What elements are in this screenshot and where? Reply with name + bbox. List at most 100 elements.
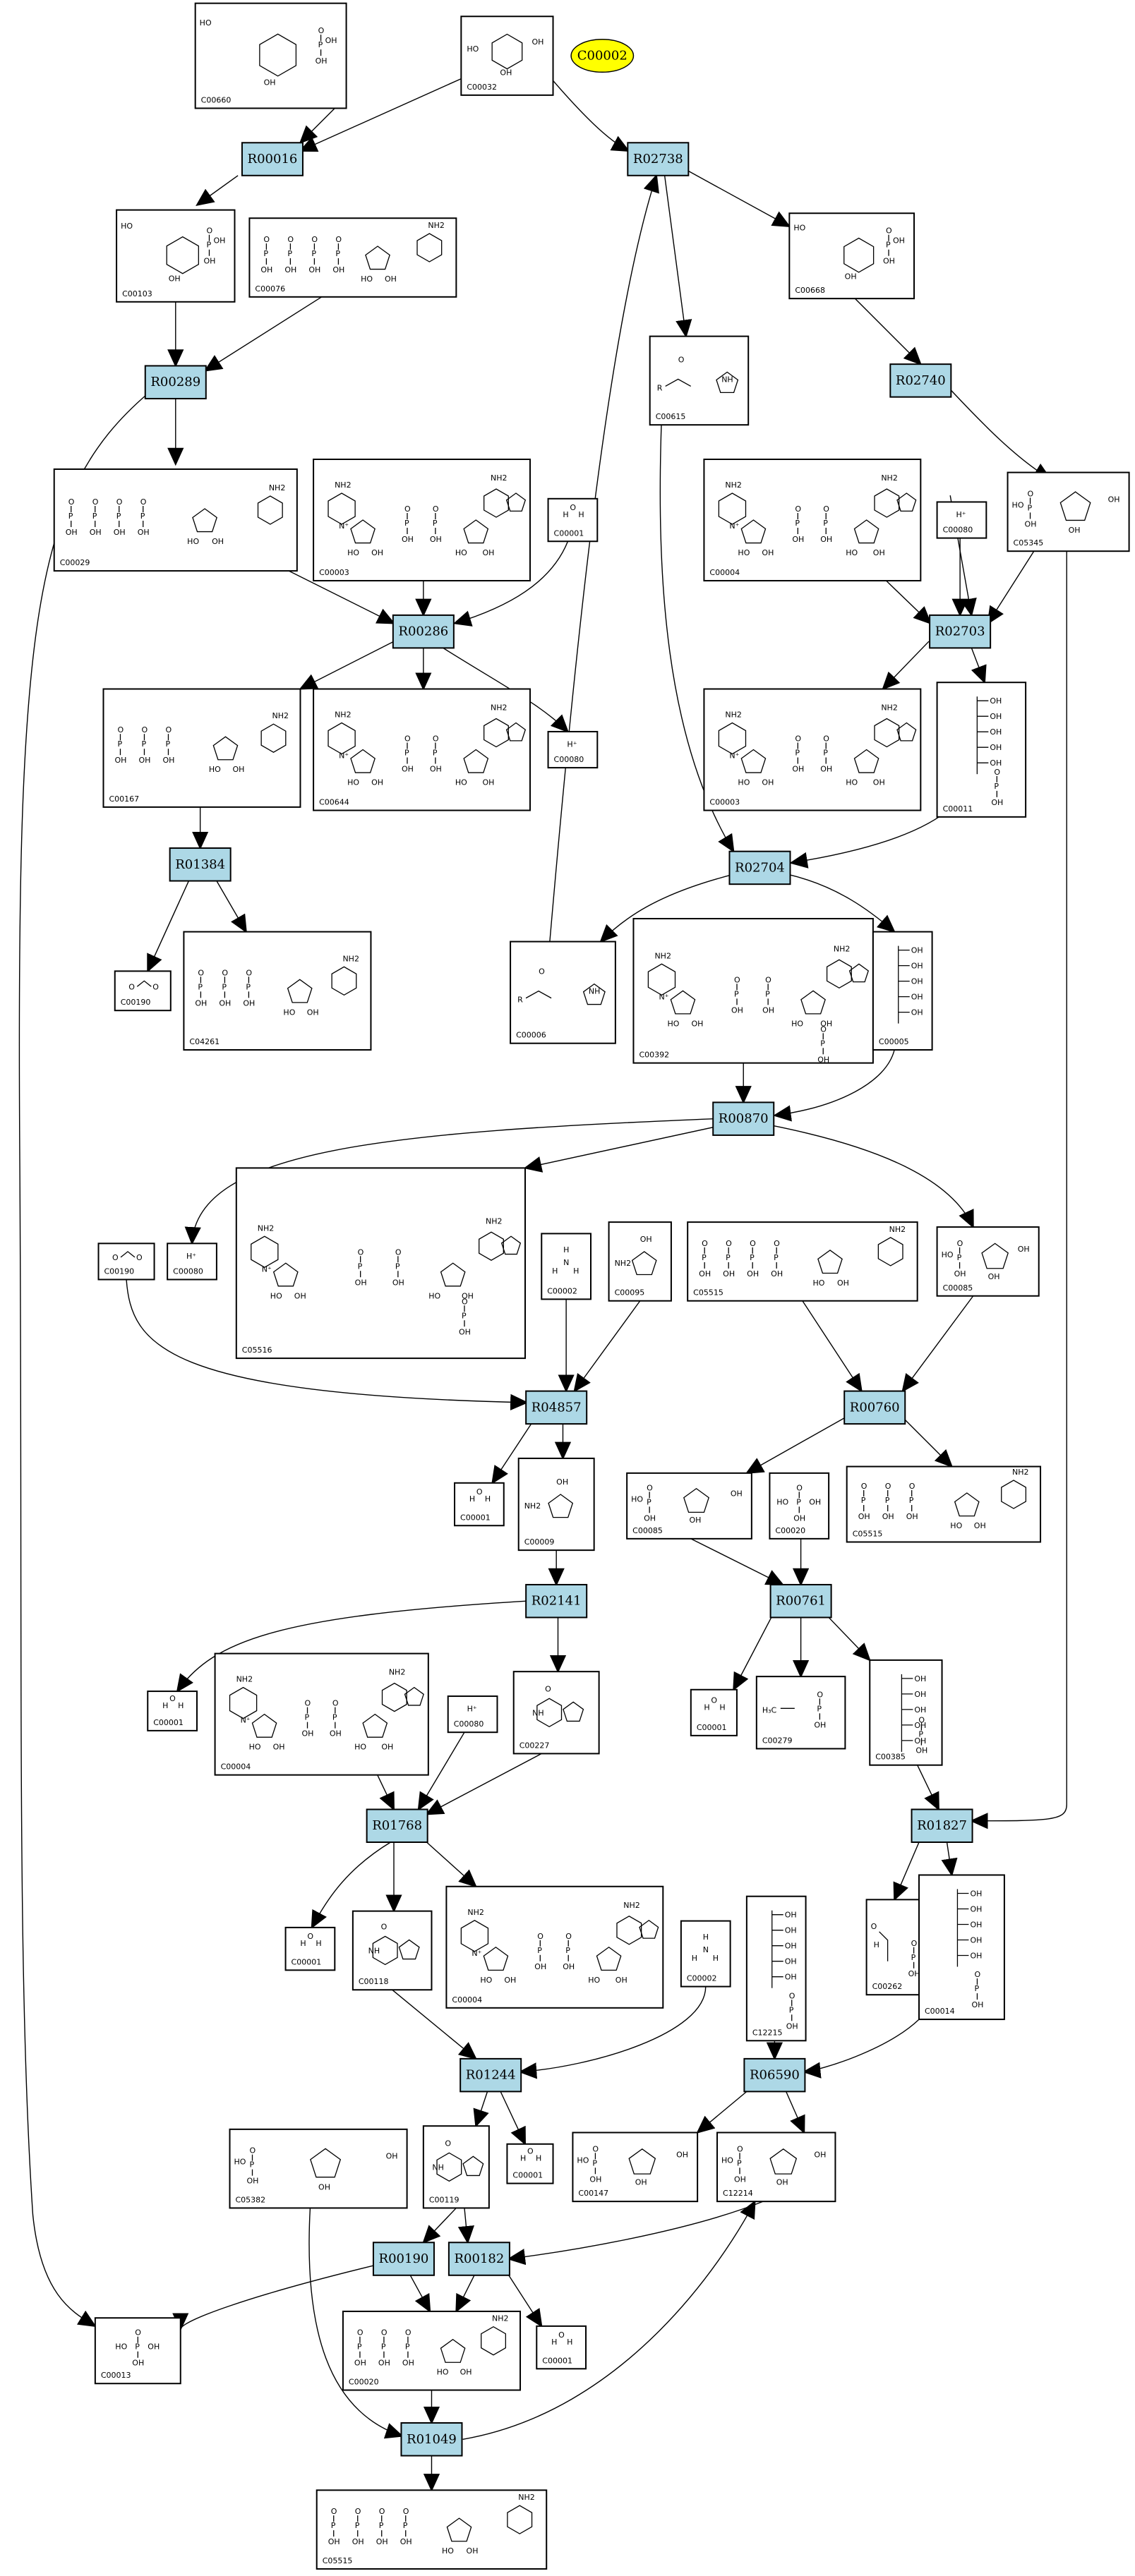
compound-C00080[interactable]: H⁺C00080 [547, 730, 599, 769]
svg-text:OH: OH [402, 765, 414, 774]
reaction-edge [427, 1842, 477, 1888]
reaction-R02141[interactable]: R02141 [525, 1583, 588, 1619]
reaction-R00286[interactable]: R00286 [392, 614, 455, 649]
reaction-R00870[interactable]: R00870 [712, 1101, 775, 1136]
compound-id-label: C00006 [516, 1031, 546, 1040]
reaction-id-label: R01049 [407, 2432, 457, 2447]
svg-text:P: P [395, 1262, 400, 1271]
reaction-edge [988, 551, 1034, 625]
reaction-R00190[interactable]: R00190 [372, 2242, 435, 2276]
compound-id-label: C00615 [656, 412, 686, 421]
reaction-R00016[interactable]: R00016 [241, 142, 304, 176]
start-compound-node[interactable]: C00002 [570, 39, 635, 73]
svg-text:H: H [300, 1939, 306, 1948]
reaction-R02704[interactable]: R02704 [728, 850, 791, 885]
reaction-R02703[interactable]: R02703 [929, 614, 992, 649]
compound-id-label: C12214 [723, 2189, 753, 2198]
svg-text:P: P [994, 782, 999, 791]
svg-text:N⁺: N⁺ [241, 1716, 251, 1725]
reaction-R01768[interactable]: R01768 [366, 1808, 428, 1843]
reaction-R00182[interactable]: R00182 [448, 2242, 510, 2276]
reaction-R04857[interactable]: R04857 [525, 1390, 588, 1425]
compound-C00080[interactable]: H⁺C00080 [936, 501, 987, 539]
svg-text:OH: OH [500, 68, 512, 78]
compound-id-label: C00190 [104, 1267, 135, 1276]
svg-text:OH: OH [771, 1269, 783, 1278]
compound-C00080[interactable]: H⁺C00080 [447, 1695, 498, 1734]
compound-id-label: C00668 [795, 286, 825, 295]
svg-text:OH: OH [114, 528, 126, 537]
reaction-R01827[interactable]: R01827 [911, 1808, 973, 1843]
reaction-R02740[interactable]: R02740 [889, 363, 952, 398]
reaction-R00761[interactable]: R00761 [769, 1583, 832, 1619]
reaction-R02738[interactable]: R02738 [627, 142, 690, 176]
svg-text:H: H [162, 1701, 168, 1710]
svg-text:H: H [567, 2338, 572, 2347]
compound-id-label: C00001 [542, 2356, 572, 2365]
reaction-R06590[interactable]: R06590 [743, 2057, 806, 2093]
reaction-R00760[interactable]: R00760 [843, 1390, 906, 1425]
reaction-R01049[interactable]: R01049 [400, 2422, 463, 2457]
compound-C00080[interactable]: H⁺C00080 [167, 1242, 217, 1281]
reaction-id-label: R02704 [735, 860, 785, 875]
structure-drawing: HOH [162, 1694, 184, 1710]
reaction-R01244[interactable]: R01244 [460, 2057, 522, 2093]
reaction-R01384[interactable]: R01384 [169, 847, 232, 882]
svg-text:OH: OH [785, 1926, 797, 1935]
reaction-R00289[interactable]: R00289 [144, 365, 207, 399]
